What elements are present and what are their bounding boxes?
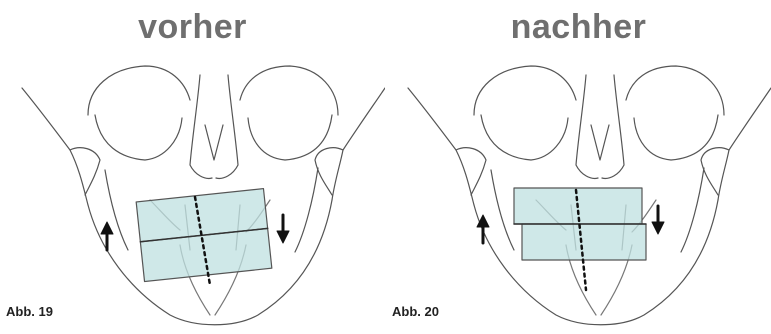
arrow-up-icon — [101, 222, 113, 250]
left-orbit — [474, 66, 576, 115]
skull-drawing — [386, 0, 771, 334]
nasal-cavity — [190, 75, 212, 178]
arrow-down-icon — [652, 206, 664, 234]
left-orbit — [88, 66, 190, 115]
figure-label: Abb. 19 — [6, 304, 53, 319]
arrow-down-icon — [277, 215, 289, 243]
figure-nachher: nachher Abb. 20 — [386, 0, 771, 334]
figure-vorher: vorher — [0, 0, 385, 334]
occlusal-box-tilted — [136, 189, 272, 282]
skull-drawing — [0, 0, 385, 334]
right-orbit — [626, 66, 724, 115]
figure-label: Abb. 20 — [392, 304, 439, 319]
right-orbit — [240, 66, 338, 115]
nasal-cavity — [576, 75, 598, 178]
